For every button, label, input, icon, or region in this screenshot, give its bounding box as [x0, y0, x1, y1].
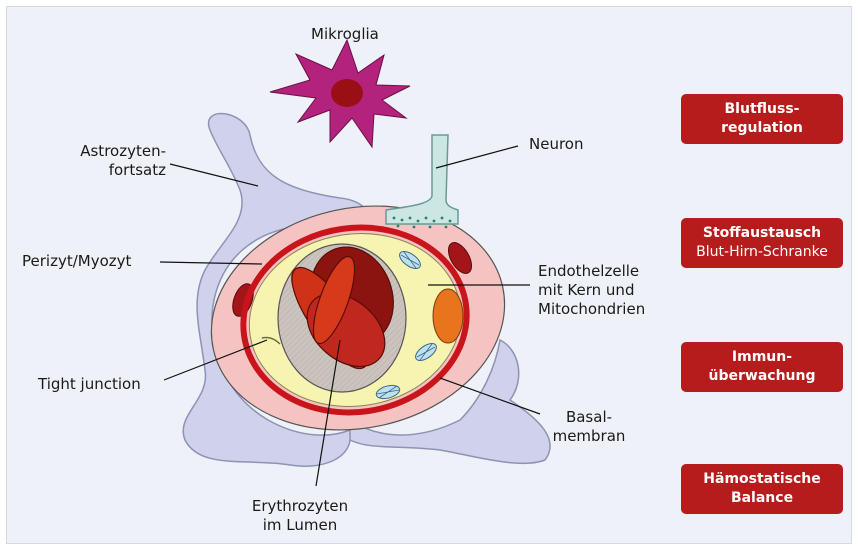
label-neuron: Neuron: [529, 135, 583, 154]
function-box-haemostase: Hämostatische Balance: [681, 464, 843, 514]
label-erythrozyten: Erythrozyten im Lumen: [240, 497, 360, 535]
label-mikroglia: Mikroglia: [311, 25, 379, 44]
label-perizyt: Perizyt/Myozyt: [22, 252, 131, 271]
function-box-immun: Immun- überwachung: [681, 342, 843, 392]
function-title: Hämostatische Balance: [681, 470, 843, 508]
function-box-stoffaustausch: Stoffaustausch Blut-Hirn-Schranke: [681, 218, 843, 268]
neuron: [386, 135, 458, 224]
label-tight-junction: Tight junction: [38, 375, 141, 394]
label-astrozyten: Astrozyten- fortsatz: [52, 142, 166, 180]
label-endothel: Endothelzelle mit Kern und Mitochondrien: [538, 262, 645, 319]
function-title: Immun- überwachung: [681, 348, 843, 386]
function-subtitle: Blut-Hirn-Schranke: [681, 243, 843, 262]
function-box-blutfluss: Blutfluss- regulation: [681, 94, 843, 144]
label-basalmembran: Basal- membran: [548, 408, 630, 446]
endothelial-nucleus: [433, 289, 463, 343]
function-title: Blutfluss- regulation: [681, 100, 843, 138]
function-title: Stoffaustausch: [681, 224, 843, 243]
microglia: [270, 40, 410, 147]
